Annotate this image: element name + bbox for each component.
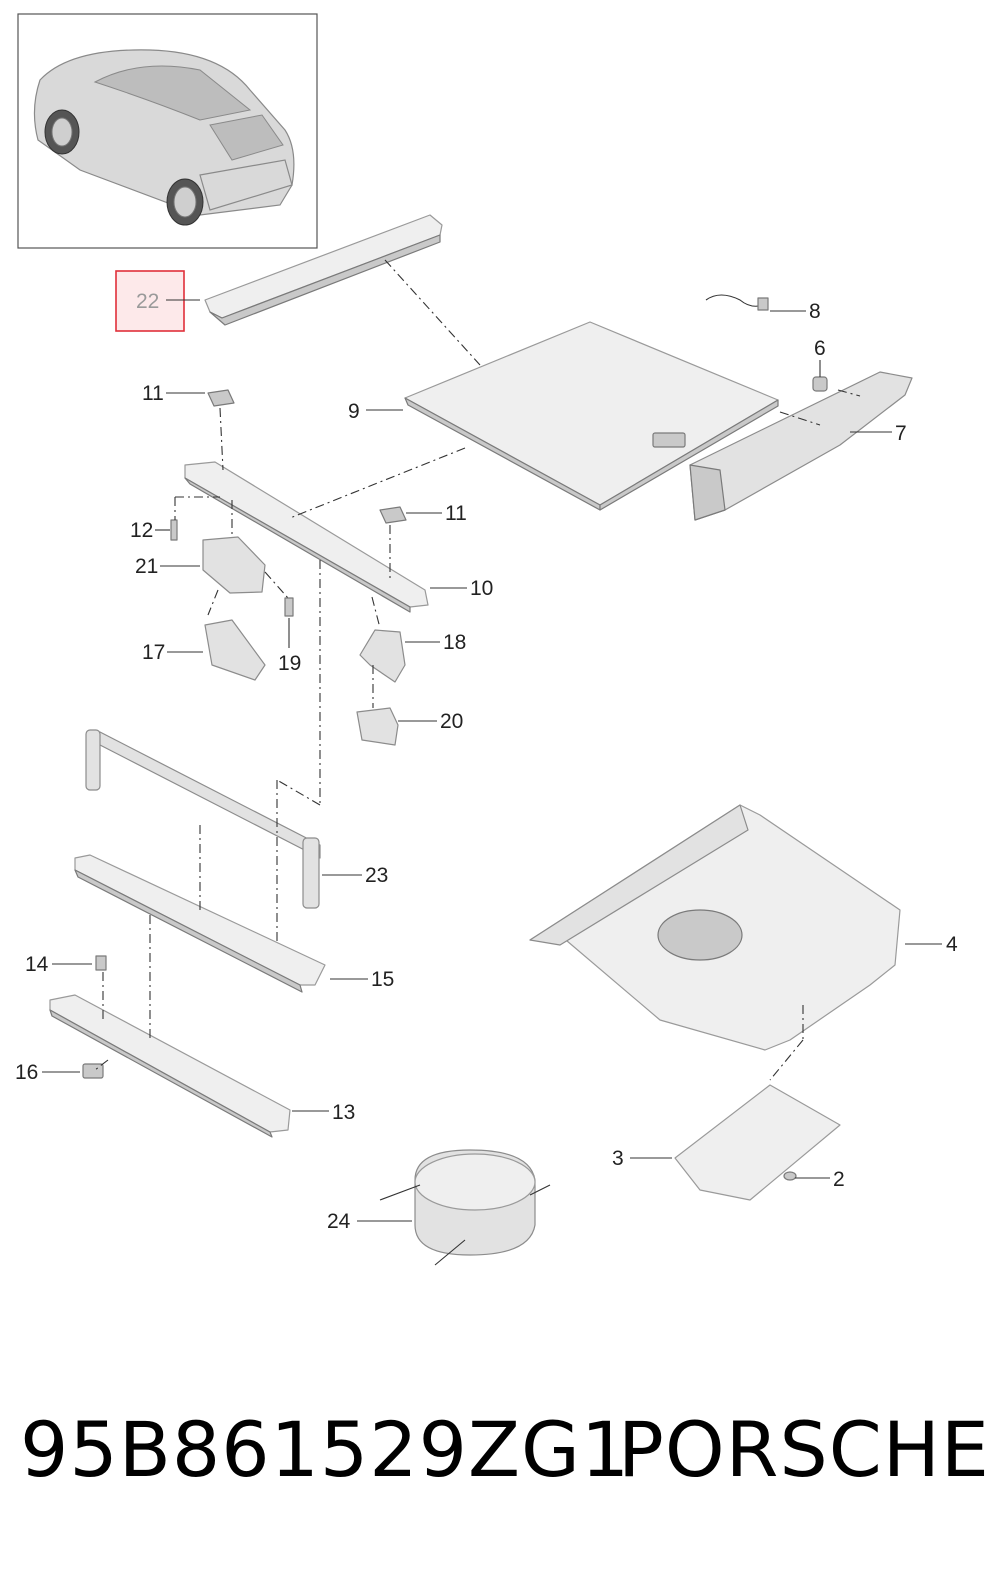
callout-3-label: 3 [612, 1147, 624, 1170]
callout-11-label: 11 [142, 382, 164, 405]
part-23-frame [85, 729, 321, 909]
part-8-cable [705, 294, 769, 311]
callout-24-label: 24 [327, 1210, 351, 1233]
part-22-trim-strip [204, 214, 443, 326]
callout-11b-label: 11 [445, 502, 467, 525]
vehicle-illustration [33, 49, 295, 226]
part-15-strip [74, 854, 326, 993]
part-17-wedge [204, 619, 266, 681]
callout-10: 10 [430, 577, 493, 600]
callout-21-label: 21 [135, 555, 158, 578]
callout-7-label: 7 [895, 422, 907, 445]
callout-19-label: 19 [278, 652, 301, 675]
part-2-fastener [783, 1171, 797, 1181]
part-6-clip [812, 376, 828, 392]
callout-14-label: 14 [25, 953, 49, 976]
callout-16-label: 16 [15, 1061, 38, 1084]
callout-3: 3 [612, 1147, 672, 1170]
assembly-lines [94, 259, 861, 1081]
part-20-block [356, 707, 399, 746]
part-12-pin [170, 519, 178, 541]
callout-9-label: 9 [348, 400, 360, 423]
callout-22-label: 22 [136, 290, 159, 313]
part-7-cross-member [689, 371, 913, 521]
callout-14: 14 [25, 953, 92, 976]
footer-caption: 95B861529ZG1 PORSCHE [0, 1395, 988, 1505]
callout-19: 19 [278, 618, 301, 675]
part-11-clip-right [379, 506, 407, 524]
callout-17-label: 17 [142, 641, 165, 664]
callout-10-label: 10 [470, 577, 493, 600]
callout-15: 15 [330, 968, 394, 991]
callout-12: 12 [130, 519, 170, 542]
callout-7: 7 [850, 422, 907, 445]
callout-6: 6 [814, 337, 826, 377]
part-3-plate [674, 1084, 841, 1201]
callout-6-label: 6 [814, 337, 826, 360]
brand-text: PORSCHE [618, 1405, 988, 1494]
callout-12-label: 12 [130, 519, 153, 542]
part-11-clip-left [207, 389, 235, 407]
callout-20: 20 [398, 710, 463, 733]
callout-24: 24 [327, 1210, 412, 1233]
part-18-mount [359, 629, 406, 683]
part-21-bracket [202, 536, 266, 594]
callout-11-right: 11 [406, 502, 467, 525]
callout-23: 23 [322, 864, 388, 887]
callout-16: 16 [15, 1061, 80, 1084]
callout-9: 9 [348, 400, 403, 423]
exploded-parts-diagram: 22 11 12 21 17 19 18 20 [15, 13, 958, 1266]
part-10-rail [184, 461, 429, 613]
callout-18-label: 18 [443, 631, 466, 654]
callout-2-label: 2 [833, 1168, 845, 1191]
callout-21: 21 [135, 555, 200, 578]
part-16-nut [82, 1063, 104, 1079]
part-24-foam [379, 1149, 551, 1266]
part-13-sill-trim [49, 994, 291, 1138]
callout-8: 8 [770, 300, 821, 323]
callout-20-label: 20 [440, 710, 463, 733]
callout-22[interactable]: 22 [115, 270, 200, 332]
part-9-load-floor [404, 321, 779, 511]
part-19-bolt [284, 597, 294, 617]
callout-4: 4 [905, 933, 958, 956]
callout-15-label: 15 [371, 968, 394, 991]
callout-23-label: 23 [365, 864, 388, 887]
callouts: 22 11 12 21 17 19 18 20 [15, 270, 958, 1233]
callout-17: 17 [142, 641, 203, 664]
callout-18: 18 [405, 631, 466, 654]
callout-4-label: 4 [946, 933, 958, 956]
callout-8-label: 8 [809, 300, 821, 323]
callout-13: 13 [292, 1101, 355, 1124]
callout-2: 2 [795, 1168, 845, 1191]
callout-13-label: 13 [332, 1101, 355, 1124]
part-14-screw [95, 955, 107, 971]
vehicle-overview-inset [17, 13, 318, 249]
callout-11-left: 11 [142, 382, 205, 405]
part-number-text: 95B861529ZG1 [20, 1405, 631, 1494]
part-4-floor-pan [529, 804, 901, 1051]
